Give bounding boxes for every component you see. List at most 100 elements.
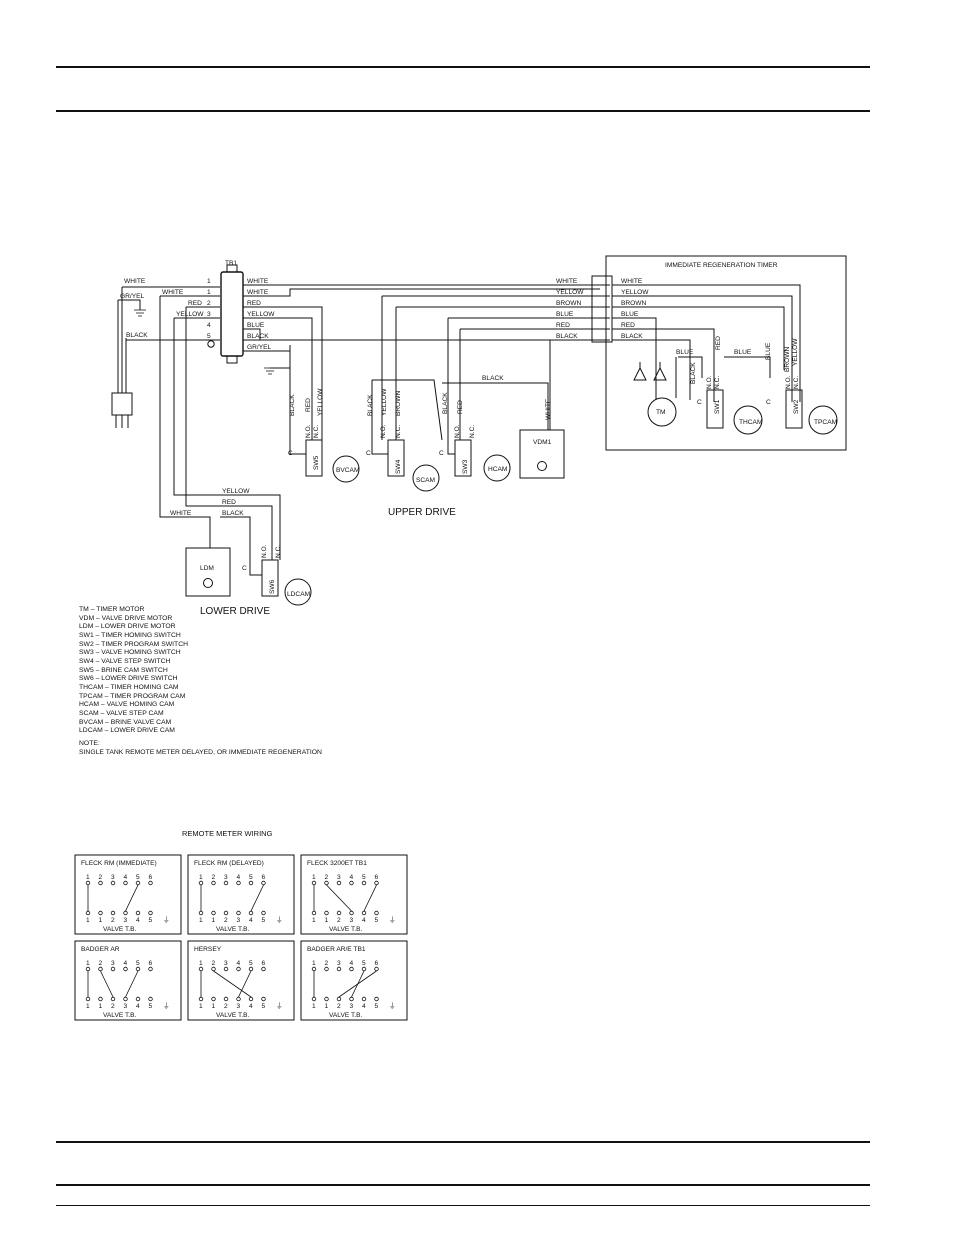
bvcam xyxy=(332,455,360,483)
tb1-term-1b: 1 xyxy=(207,289,211,296)
tpcam-label: TPCAM xyxy=(814,419,837,426)
top-terminal-num: 3 xyxy=(337,874,341,881)
bottom-terminal-num: 5 xyxy=(149,1003,153,1010)
legend-item: VDM – VALVE DRIVE MOTOR xyxy=(79,615,172,622)
legend-item: BVCAM – BRINE VALVE CAM xyxy=(79,719,172,726)
bottom-terminal-num: 5 xyxy=(375,1003,379,1010)
top-terminal-num: 5 xyxy=(249,960,253,967)
sw3-switch xyxy=(454,439,472,477)
vdm1-label: VDM1 xyxy=(533,439,552,446)
sw3-no: N.O. xyxy=(454,424,461,438)
sw1-no: N.O. xyxy=(706,375,713,389)
bottom-terminal-num: 1 xyxy=(312,917,316,924)
sw4-brown: BROWN xyxy=(395,390,402,416)
top-terminal-num: 5 xyxy=(249,874,253,881)
scam xyxy=(412,464,440,492)
top-terminal-num: 3 xyxy=(224,874,228,881)
bottom-terminal-num: 2 xyxy=(111,1003,115,1010)
lower-black-label: BLACK xyxy=(222,510,244,517)
note-label: NOTE: xyxy=(79,740,100,747)
bottom-terminal-num: 1 xyxy=(99,1003,103,1010)
top-terminal-num: 2 xyxy=(212,874,216,881)
legend-item: THCAM – TIMER HOMING CAM xyxy=(79,684,179,691)
top-terminal-num: 4 xyxy=(237,874,241,881)
bottom-terminal-num: 4 xyxy=(362,917,366,924)
tm-motor xyxy=(647,397,677,427)
vdm1-white: WHITE xyxy=(545,398,552,420)
timer-out-yellow: YELLOW xyxy=(621,289,649,296)
sw2-c: C xyxy=(766,399,771,406)
sw5-no: N.O. xyxy=(305,424,312,438)
top-rule-2 xyxy=(56,110,870,112)
top-terminal-num: 6 xyxy=(262,874,266,881)
timer-out-white: WHITE xyxy=(621,278,643,285)
ground-icon: ⏚ xyxy=(163,1002,170,1010)
sw2-nc: N.C. xyxy=(793,376,800,389)
sw1-c: C xyxy=(697,399,702,406)
lower-red-label: RED xyxy=(222,499,236,506)
top-terminal-num: 2 xyxy=(99,960,103,967)
valve-tb-label: VALVE T.B. xyxy=(103,926,137,933)
bottom-terminal-num: 1 xyxy=(86,917,90,924)
ldm-label: LDM xyxy=(200,565,214,572)
bottom-terminal-num: 4 xyxy=(249,1003,253,1010)
top-terminal-num: 1 xyxy=(312,874,316,881)
bottom-terminal-num: 4 xyxy=(136,1003,140,1010)
sw3-label: SW3 xyxy=(462,459,469,474)
top-terminal-num: 4 xyxy=(124,874,128,881)
top-terminal-num: 5 xyxy=(136,874,140,881)
timer-blue-vert: BLUE xyxy=(765,342,772,360)
bottom-terminal-num: 3 xyxy=(124,917,128,924)
legend: TM – TIMER MOTOR VDM – VALVE DRIVE MOTOR… xyxy=(79,606,322,756)
tb1-left-yellow: YELLOW xyxy=(176,311,204,318)
tb1-term-2: 2 xyxy=(207,300,211,307)
legend-item: SW4 – VALVE STEP SWITCH xyxy=(79,658,170,665)
hcam xyxy=(483,454,511,482)
ldcam-label: LDCAM xyxy=(287,591,310,598)
top-terminal-num: 3 xyxy=(224,960,228,967)
bottom-terminal-num: 1 xyxy=(99,917,103,924)
vdm1-motor xyxy=(519,429,565,479)
upper-drive-label: UPPER DRIVE xyxy=(388,507,456,518)
top-terminal-num: 1 xyxy=(199,874,203,881)
lower-yellow-label: YELLOW xyxy=(222,488,250,495)
sw6-c: C xyxy=(242,565,247,572)
sw3-c: C xyxy=(439,450,444,457)
tb1-term-5: 5 xyxy=(207,333,211,340)
top-terminal-num: 3 xyxy=(111,874,115,881)
top-terminal-num: 6 xyxy=(262,960,266,967)
bottom-terminal-num: 5 xyxy=(262,917,266,924)
top-terminal-num: 3 xyxy=(111,960,115,967)
legend-item: LDM – LOWER DRIVE MOTOR xyxy=(79,623,176,630)
tm-label: TM xyxy=(656,409,666,416)
timer-title: IMMEDIATE REGENERATION TIMER xyxy=(665,262,778,269)
legend-item: SCAM – VALVE STEP CAM xyxy=(79,710,164,717)
timer-box xyxy=(591,255,847,451)
ground-icon: ⏚ xyxy=(389,1002,396,1010)
bottom-terminal-num: 2 xyxy=(337,917,341,924)
bottom-terminal-num: 5 xyxy=(262,1003,266,1010)
tb1-right-blue: BLUE xyxy=(247,322,265,329)
remote-title: REMOTE METER WIRING xyxy=(182,829,273,838)
legend-item: HCAM – VALVE HOMING CAM xyxy=(79,701,175,708)
sw2-label: SW2 xyxy=(793,399,800,414)
bottom-terminal-num: 1 xyxy=(199,1003,203,1010)
tb1-term-4: 4 xyxy=(207,322,211,329)
top-terminal-num: 5 xyxy=(362,874,366,881)
cord-black-label: BLACK xyxy=(126,332,148,339)
bottom-terminal-num: 1 xyxy=(312,1003,316,1010)
sw6-no: N.O. xyxy=(261,544,268,558)
ground-icon: ⏚ xyxy=(163,916,170,924)
cord-white-label: WHITE xyxy=(124,278,146,285)
bottom-terminal-num: 2 xyxy=(224,1003,228,1010)
bottom-terminal-num: 1 xyxy=(86,1003,90,1010)
timer-yellow-vert: YELLOW xyxy=(792,338,799,366)
ground-icon: ⏚ xyxy=(276,916,283,924)
top-terminal-num: 4 xyxy=(350,960,354,967)
scam-label: SCAM xyxy=(416,477,435,484)
legend-item: SW5 – BRINE CAM SWITCH xyxy=(79,667,168,674)
timer-in-red: RED xyxy=(556,322,570,329)
